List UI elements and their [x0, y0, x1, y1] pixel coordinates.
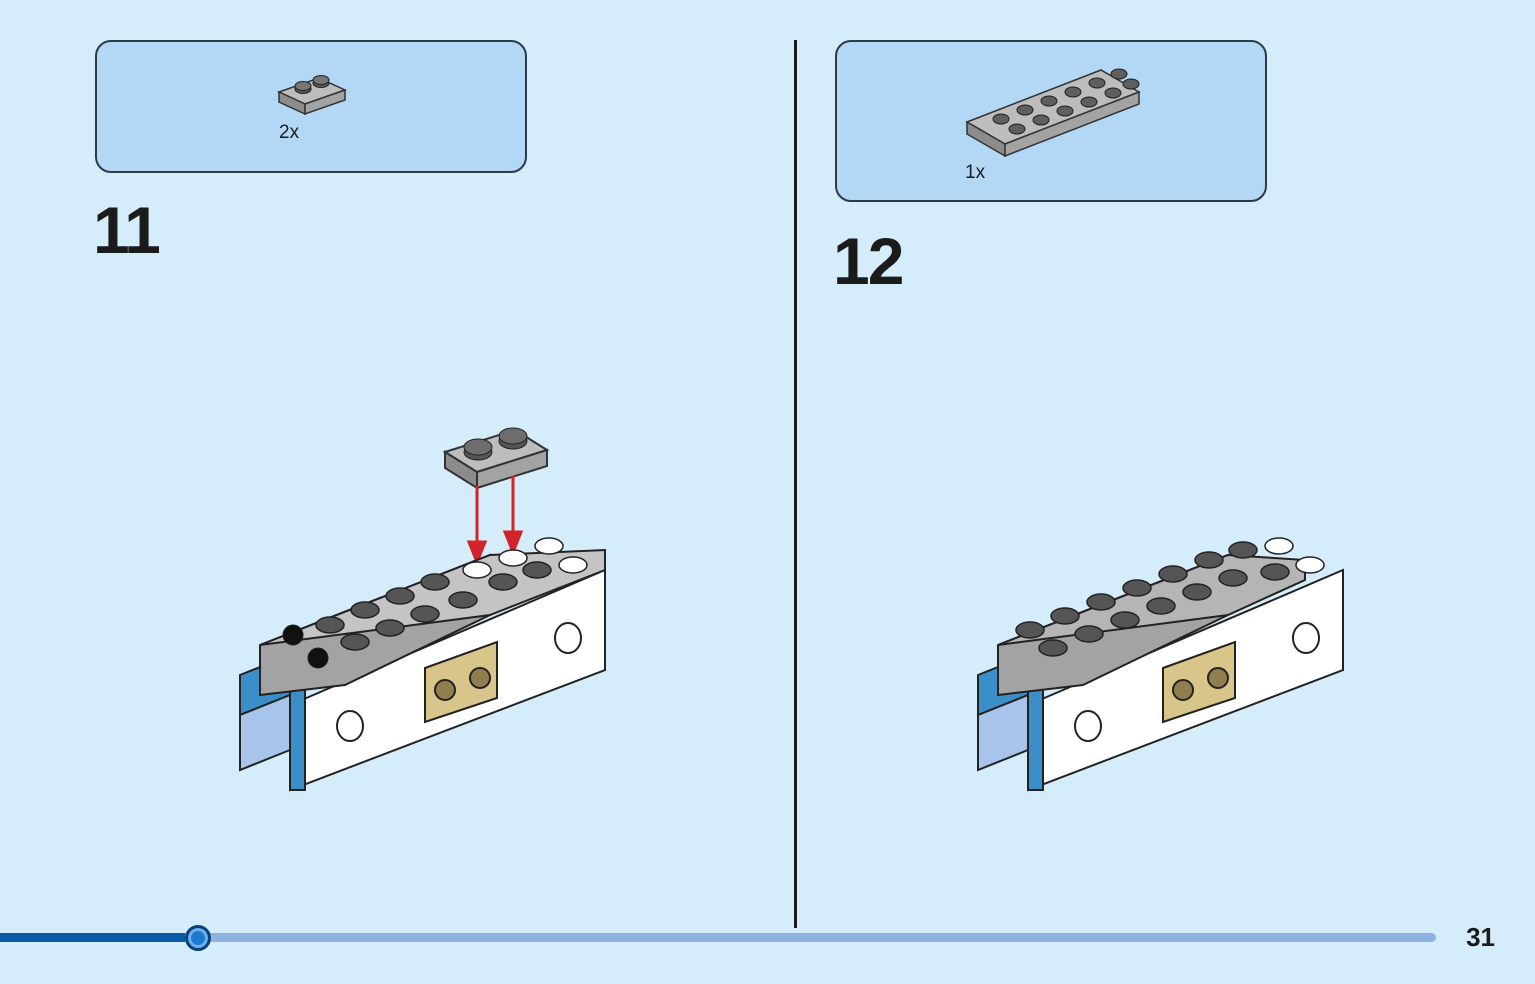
- parts-callout-step-11: 2x: [95, 40, 527, 173]
- parts-callout-step-12: 1x: [835, 40, 1267, 202]
- step-11-model-illustration: [239, 427, 606, 792]
- progress-track: [0, 933, 1436, 942]
- plate-1x2-gray-icon: [277, 75, 347, 116]
- plate-1x2-gray-icon: [442, 427, 550, 490]
- placement-arrow-icon: [466, 476, 524, 567]
- step-number-12: 12: [833, 224, 904, 298]
- step-12-model-illustration: [977, 537, 1344, 792]
- part-quantity: 2x: [279, 122, 300, 143]
- progress-knob: [185, 925, 211, 951]
- step-number-11: 11: [93, 193, 161, 267]
- step-divider: [794, 40, 797, 928]
- part-quantity: 1x: [965, 162, 986, 183]
- progress-fill: [0, 933, 185, 942]
- page-number: 31: [1466, 922, 1495, 952]
- plate-2x6-gray-icon: [965, 68, 1141, 158]
